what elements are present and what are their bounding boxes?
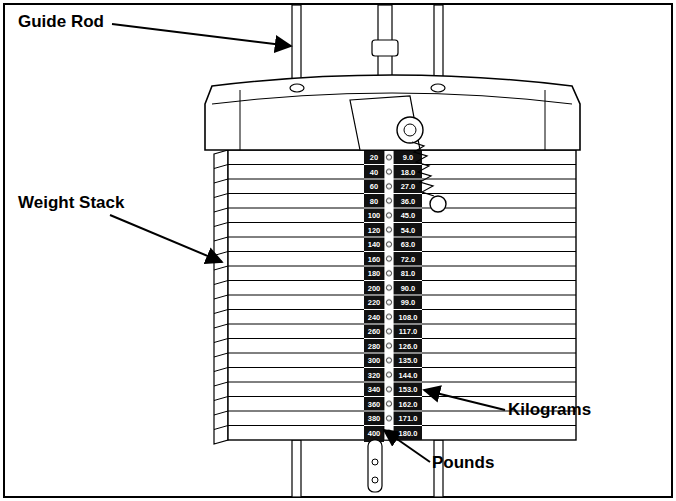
pin-knob [397, 117, 423, 143]
pound-value: 140 [368, 240, 381, 249]
selector-hole [372, 459, 378, 465]
pound-value: 60 [370, 182, 378, 191]
kilogram-value: 153.0 [399, 385, 418, 394]
pound-value: 100 [368, 211, 381, 220]
kilogram-value: 135.0 [399, 356, 418, 365]
kilogram-value: 63.0 [401, 240, 416, 249]
selector-hole [372, 477, 378, 483]
strip-divider [364, 165, 422, 426]
part-label: Kilograms [508, 400, 591, 420]
part-label: Weight Stack [18, 193, 124, 213]
kilogram-value: 54.0 [401, 225, 416, 234]
pin-knob [404, 124, 416, 136]
part-label: Pounds [432, 453, 494, 473]
pound-value: 40 [370, 167, 378, 176]
leader-arrow [110, 215, 222, 262]
kilogram-value: 171.0 [399, 414, 418, 423]
pound-value: 220 [368, 298, 381, 307]
leader-arrow [112, 24, 291, 46]
kilogram-value: 90.0 [401, 283, 416, 292]
top-plate-cap [240, 90, 545, 150]
kilogram-value: 108.0 [399, 312, 418, 321]
pound-value: 340 [368, 385, 381, 394]
top-plate [205, 75, 580, 150]
rod-hole [431, 84, 445, 92]
rod-collar [372, 40, 398, 56]
pound-value: 20 [370, 153, 378, 162]
part-label: Guide Rod [18, 12, 104, 32]
kilogram-value: 162.0 [399, 399, 418, 408]
rod-hole [290, 84, 304, 92]
kilogram-value: 18.0 [401, 167, 416, 176]
kilogram-value: 180.0 [399, 428, 418, 437]
pound-value: 260 [368, 327, 381, 336]
pound-value: 120 [368, 225, 381, 234]
pound-value: 400 [368, 428, 381, 437]
kilogram-value: 99.0 [401, 298, 416, 307]
selector-bar [368, 440, 382, 492]
kilogram-value: 9.0 [403, 153, 413, 162]
pound-value: 240 [368, 312, 381, 321]
kilogram-value: 45.0 [401, 211, 416, 220]
guide-rod [292, 440, 301, 497]
leader-arrow [424, 390, 505, 410]
frame [4, 4, 672, 497]
kilogram-value: 27.0 [401, 182, 416, 191]
kilogram-value: 72.0 [401, 254, 416, 263]
kilogram-value: 81.0 [401, 269, 416, 278]
pound-value: 320 [368, 370, 381, 379]
pound-value: 200 [368, 283, 381, 292]
pound-value: 160 [368, 254, 381, 263]
kilogram-value: 117.0 [399, 327, 417, 336]
pound-value: 360 [368, 399, 381, 408]
pound-value: 180 [368, 269, 381, 278]
pound-value: 380 [368, 414, 381, 423]
kilogram-value: 126.0 [399, 341, 418, 350]
pound-value: 280 [368, 341, 381, 350]
pound-value: 300 [368, 356, 381, 365]
pound-value: 80 [370, 196, 378, 205]
pin-handle [430, 196, 446, 212]
kilogram-value: 144.0 [399, 370, 418, 379]
kilogram-value: 36.0 [401, 196, 416, 205]
